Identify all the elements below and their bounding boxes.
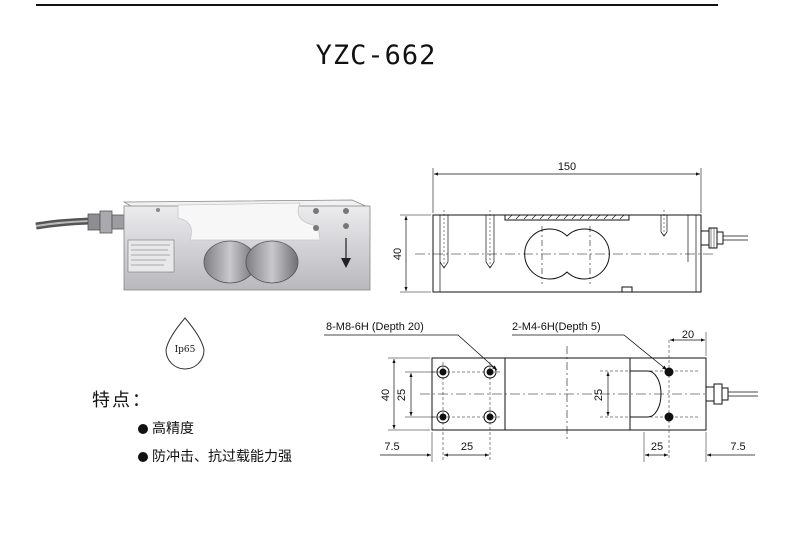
m8-hole-note: 8-M8-6H (Depth 20) bbox=[326, 321, 424, 333]
feature-text: 高精度 bbox=[152, 421, 194, 437]
top-right-offset-label: 20 bbox=[682, 329, 694, 341]
cover-plate bbox=[177, 202, 321, 241]
top-view-drawing bbox=[324, 332, 758, 462]
bullet-icon bbox=[138, 424, 148, 434]
top-right-pitch-label: 25 bbox=[593, 389, 605, 401]
ip65-drop-badge bbox=[165, 317, 205, 370]
ip-rating-label: Ip65 bbox=[175, 345, 196, 355]
bottom-right-pitch-label: 25 bbox=[651, 441, 663, 453]
bottom-left-edge-label: 7.5 bbox=[384, 441, 399, 453]
page-title: YZC-662 bbox=[315, 40, 437, 71]
bullet-icon bbox=[138, 452, 148, 462]
feature-item: 高精度 bbox=[138, 418, 194, 438]
features-heading: 特点： bbox=[92, 390, 152, 411]
m4-hole-note: 2-M4-6H(Depth 5) bbox=[512, 321, 601, 333]
mount-hole bbox=[343, 208, 349, 214]
load-cell-photo bbox=[35, 199, 371, 291]
header-rule bbox=[36, 4, 718, 6]
cable-gland bbox=[87, 213, 101, 231]
mount-hole bbox=[343, 223, 349, 229]
m8-hole-pattern bbox=[436, 365, 497, 424]
side-length-label: 150 bbox=[558, 161, 576, 173]
load-direction-arrow-icon bbox=[341, 258, 351, 268]
top-left-pitch-label: 25 bbox=[396, 389, 408, 401]
side-height-label: 40 bbox=[392, 248, 404, 260]
bottom-right-edge-label: 7.5 bbox=[730, 441, 745, 453]
top-height-label: 40 bbox=[380, 389, 392, 401]
side-view-drawing bbox=[400, 168, 748, 293]
spec-label bbox=[127, 239, 175, 273]
mount-hole bbox=[313, 208, 319, 214]
feature-text: 防冲击、抗过载能力强 bbox=[152, 449, 292, 465]
bottom-left-pitch-label: 25 bbox=[461, 441, 473, 453]
mount-hole bbox=[313, 225, 319, 231]
feature-item: 防冲击、抗过载能力强 bbox=[138, 446, 292, 466]
strain-hole-right bbox=[245, 240, 299, 284]
